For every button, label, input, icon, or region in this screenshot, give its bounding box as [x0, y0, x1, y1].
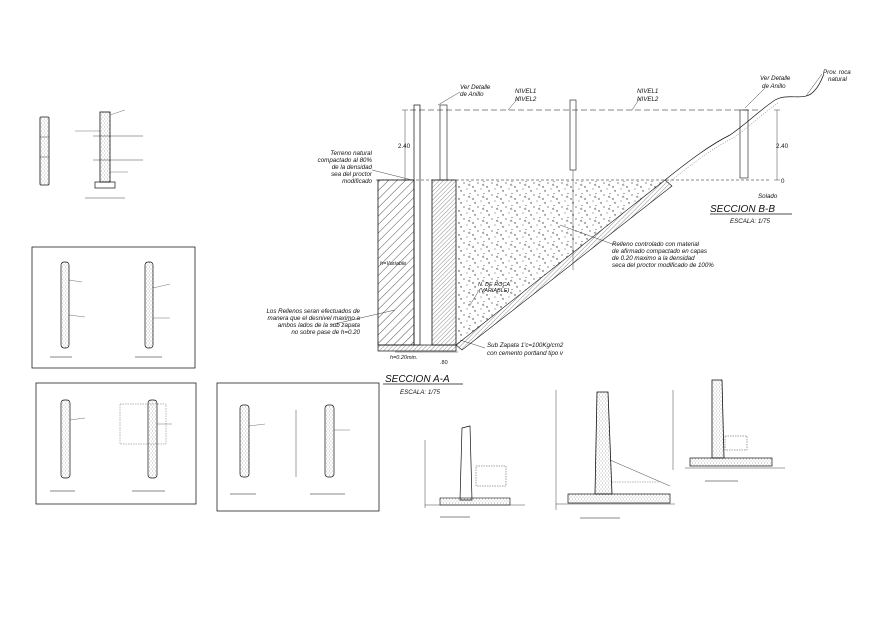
terreno-line-5: modificado: [342, 178, 372, 185]
detail-frame-2: [35, 382, 197, 505]
h-020: h=0.20min.: [390, 355, 417, 361]
nivel2-b: NIVEL2: [637, 96, 659, 103]
dim-80: .80: [440, 360, 448, 366]
seccion-a-title: SECCION A-A: [385, 374, 450, 385]
detail-retaining-wall-2: [555, 390, 675, 519]
terreno-line-4: sea del proctor: [331, 171, 373, 178]
prov-roca-1: Prov. roca: [823, 69, 851, 76]
detail-anillo-top-left: [39, 109, 143, 199]
ver-detalle-right-2: de Anillo: [762, 83, 786, 90]
seccion-b-scale: ESCALA: 1/75: [730, 218, 770, 225]
main-section-labels: Ver Detalle de Anillo NIVEL1 NIVEL2 NIVE…: [266, 69, 851, 396]
sub-zapata-1: Sub Zapata 1'c=100Kg/cm2: [487, 342, 564, 349]
rellenos-nota-1: Los Rellenos seran efectuados de: [266, 308, 360, 315]
detail-retaining-wall-3: [672, 379, 785, 482]
n-de-roca-2: (VARIABLE): [479, 288, 509, 294]
terreno-line-2: compactado al 80%: [318, 157, 373, 164]
detail-retaining-wall-1: [424, 425, 525, 518]
ver-detalle-left-1: Ver Detalle: [460, 84, 491, 91]
relleno-line-2: de afirmado compactado en capas: [612, 248, 707, 255]
seccion-a-scale: ESCALA: 1/75: [400, 389, 440, 396]
rellenos-nota-3: ambos lados de la sub zapata: [278, 322, 361, 329]
relleno-line-3: de 0.20 maximo a la densidad: [612, 255, 695, 262]
sub-zapata-2: con cemento portland tipo v: [487, 350, 564, 357]
nivel1-a: NIVEL1: [515, 88, 536, 95]
rellenos-nota-4: no sobre pase de h=0.20: [291, 329, 360, 336]
zero-mark: 0: [781, 178, 785, 185]
h-variable: h=Variable: [380, 261, 406, 267]
n-de-roca-1: N. DE ROCA: [478, 282, 510, 288]
terreno-line-1: Terreno natural: [330, 150, 372, 157]
terreno-line-3: de la densidad: [332, 164, 373, 171]
dim-240-left: 2.40: [398, 143, 411, 150]
ver-detalle-right-1: Ver Detalle: [760, 75, 791, 82]
nivel1-b: NIVEL1: [637, 88, 658, 95]
dim-240-right: 2.40: [776, 143, 789, 150]
relleno-line-1: Relleno controlado con material: [612, 241, 700, 248]
rellenos-nota-2: manera que el desnivel maximo a: [267, 315, 360, 322]
seccion-b-title: SECCION B-B: [710, 204, 775, 215]
detail-frame-1: [31, 246, 196, 369]
prov-roca-2: natural: [828, 76, 848, 83]
relleno-line-4: seca del proctor modificado de 100%: [612, 262, 714, 269]
ver-detalle-left-2: de Anillo: [460, 91, 484, 98]
main-section-drawing: [329, 73, 825, 385]
nivel2-a: NIVEL2: [515, 96, 537, 103]
solado-label: Solado: [758, 193, 778, 200]
detail-frame-3: [216, 382, 380, 512]
